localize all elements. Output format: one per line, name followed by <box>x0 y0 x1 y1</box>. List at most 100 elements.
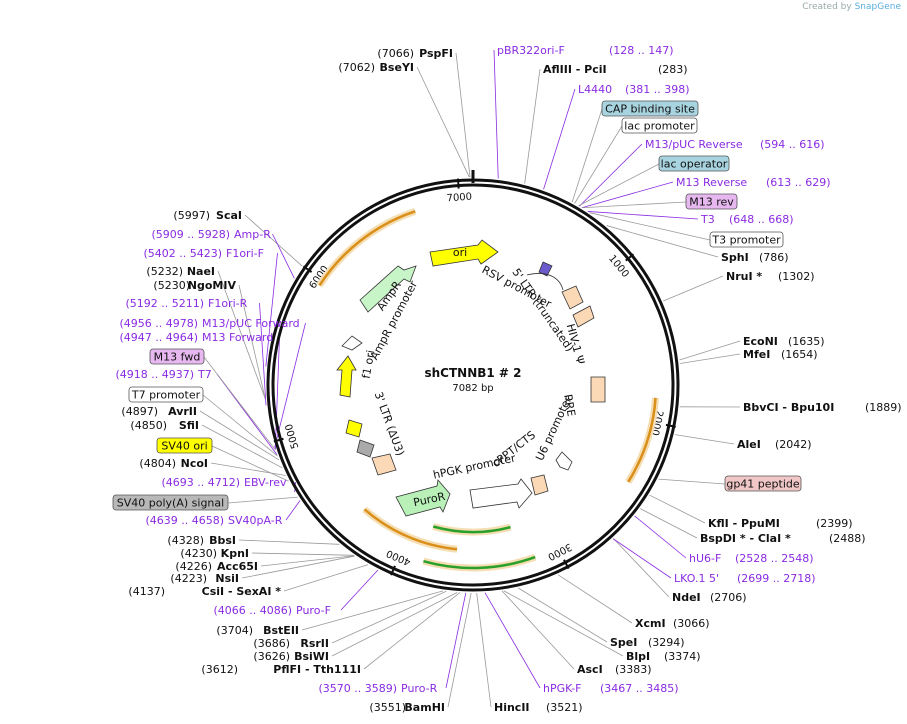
primer-name-right: LKO.1 5' <box>674 572 719 585</box>
lac-cluster <box>538 261 553 277</box>
feature-box-label: CAP binding site <box>605 103 695 116</box>
leader-line <box>203 356 276 450</box>
feature-box <box>601 100 699 117</box>
site-name-left: AvrII <box>168 405 197 418</box>
tick-mark <box>665 423 676 428</box>
leader-line <box>331 590 447 644</box>
ori-label: ori <box>453 246 467 259</box>
feature-box-label: lac operator <box>661 158 728 171</box>
primer-name-left: F1ori-F <box>226 247 264 260</box>
tick-label: 4000 <box>385 547 413 567</box>
ltr3-feature-c <box>371 453 397 476</box>
leader-line <box>202 394 278 457</box>
site-name-left: BstEII <box>263 624 299 637</box>
ltr3-feature-a <box>345 419 363 438</box>
credit-prefix: Created by <box>802 2 852 12</box>
site-name-left: CsiI - SexAI * <box>202 585 282 598</box>
primer-range-left: (4956 .. 4978) <box>119 317 198 330</box>
leader-line <box>613 538 670 598</box>
feature-box <box>128 386 204 403</box>
feature-box-label: T3 promoter <box>711 234 781 247</box>
tick-mark <box>302 265 313 273</box>
primer-name-right: T3 <box>700 213 715 226</box>
site-name-right: BlpI <box>626 650 650 663</box>
leader-line <box>260 555 355 567</box>
primer-name-left: T7 <box>197 368 212 381</box>
hpgk-promoter-label: hPGK promoter <box>432 451 517 481</box>
leader-line <box>272 233 295 279</box>
feature-box-label: lac promoter <box>624 120 695 133</box>
feature-box <box>685 193 738 210</box>
leader-line <box>274 322 306 448</box>
site-pos-left: (3626) <box>253 650 290 663</box>
primer-range-right: (128 .. 147) <box>609 44 674 57</box>
leader-line <box>238 284 266 401</box>
site-name-right: SphI <box>721 251 749 264</box>
puror-feature <box>395 479 451 517</box>
site-name-left: BseYI <box>380 61 414 74</box>
leader-line <box>274 336 280 450</box>
leader-line <box>581 181 674 209</box>
primer-name-right: pBR322ori-F <box>497 44 565 57</box>
leader-line <box>251 552 354 556</box>
green-arc-inner <box>432 525 511 534</box>
leader-line <box>340 569 379 611</box>
ltr3-feature-b <box>356 439 375 458</box>
feature-box <box>658 155 730 172</box>
primer-range-left: (4918 .. 4937) <box>115 368 194 381</box>
leader-line <box>571 108 603 203</box>
leader-line <box>283 564 369 592</box>
leader-line <box>587 211 699 220</box>
ltr5-feature <box>572 305 595 328</box>
site-pos-left: (4137) <box>128 585 165 598</box>
leader-line <box>557 574 633 624</box>
primer-range-left: (5909 .. 5928) <box>151 228 230 241</box>
leader-line <box>606 225 719 258</box>
primer-name-right: hU6-F <box>689 552 721 565</box>
leader-line <box>331 592 458 657</box>
site-pos-left: (3686) <box>253 637 290 650</box>
feature-box-label: SV40 ori <box>161 440 207 453</box>
leader-line <box>211 445 289 482</box>
site-pos-left: (5232) <box>146 265 183 278</box>
feature-arcs <box>316 208 660 572</box>
primer-name-left: Puro-F <box>296 604 331 617</box>
leader-line <box>199 410 280 461</box>
leader-line <box>285 500 301 521</box>
site-name-right: BspDI * - ClaI * <box>700 532 791 545</box>
primer-name-right: M13 Reverse <box>676 176 747 189</box>
tick-mark <box>456 178 460 189</box>
site-pos-left: (4226) <box>175 560 212 573</box>
leader-line <box>518 587 608 643</box>
leader-line <box>217 270 266 400</box>
primer-range-left: (4639 .. 4658) <box>145 514 224 527</box>
site-pos-left: (7066) <box>377 47 414 60</box>
feature-box-label: gp41 peptide <box>726 478 800 491</box>
ampr-feature <box>359 265 417 313</box>
puro-arc-outer <box>423 555 536 570</box>
leader-line <box>543 88 576 190</box>
primer-range-left: (5192 .. 5211) <box>125 297 204 310</box>
primer-name-left: Amp-R <box>234 228 271 241</box>
leader-line <box>493 49 499 179</box>
site-name-right: HincII <box>494 701 530 714</box>
feature-box-label: T7 promoter <box>131 389 201 402</box>
leader-line <box>674 434 735 445</box>
site-pos-right: (1302) <box>778 270 815 283</box>
ltr5-label: 5' LTR (truncated) <box>509 266 576 354</box>
feature-box-label: SV40 poly(A) signal <box>117 497 224 510</box>
primer-name-right: M13/pUC Reverse <box>645 138 743 151</box>
leader-line <box>524 68 541 184</box>
tick-mark <box>625 253 635 262</box>
u6-promoter-label: U6 promoter <box>533 394 574 463</box>
site-name-left: BsiWI <box>294 650 329 663</box>
plasmid-name: shCTNNB1 # 2 <box>424 366 521 380</box>
primer-range-left: (4947 .. 4964) <box>119 331 198 344</box>
primer-range-right: (613 .. 629) <box>766 176 831 189</box>
site-name-right: EcoNI <box>743 335 778 348</box>
snapgene-credit: Created by SnapGene <box>802 2 901 12</box>
backbone-inner <box>271 183 675 587</box>
feature-box-label: M13 fwd <box>154 351 201 364</box>
